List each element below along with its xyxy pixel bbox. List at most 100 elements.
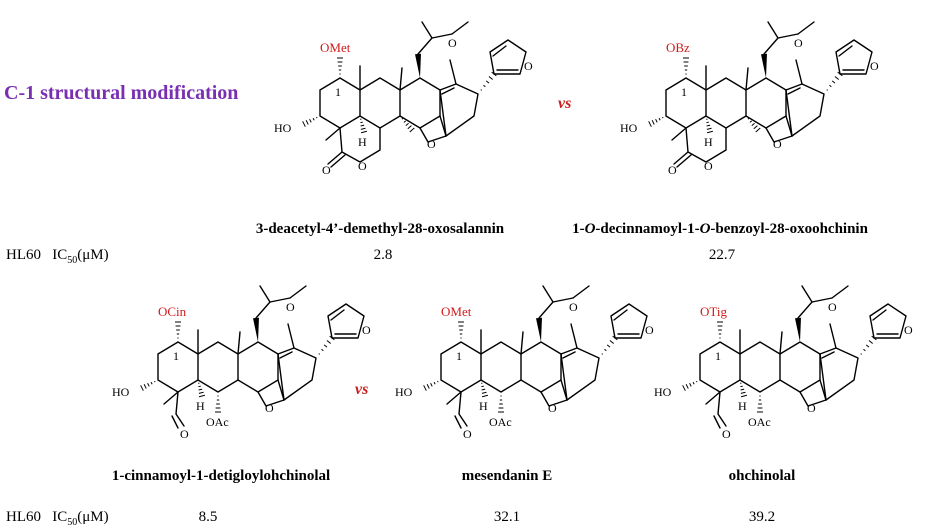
bond bbox=[611, 304, 647, 338]
ring-oxygen: O bbox=[427, 137, 436, 151]
hash-bond bbox=[693, 382, 694, 384]
bond bbox=[798, 286, 812, 318]
ester-oxygen: O bbox=[569, 300, 578, 314]
bond bbox=[870, 304, 906, 338]
bond bbox=[740, 342, 780, 392]
bond bbox=[836, 40, 872, 74]
hash-bond bbox=[434, 382, 435, 384]
lactone-oxygen: O bbox=[668, 163, 677, 177]
bond bbox=[764, 22, 778, 54]
position-label: 1 bbox=[173, 349, 179, 363]
hash-bond bbox=[151, 382, 152, 384]
bond bbox=[839, 46, 852, 56]
hash-bond bbox=[652, 120, 654, 124]
bond bbox=[820, 354, 826, 400]
hash-bond bbox=[319, 354, 320, 355]
hash-bond bbox=[489, 77, 493, 80]
hash-bond bbox=[659, 118, 660, 120]
hash-bond bbox=[199, 395, 205, 396]
furan-oxygen: O bbox=[904, 323, 913, 337]
hash-bond bbox=[610, 341, 614, 344]
hash-bond bbox=[155, 381, 156, 382]
hash-bond bbox=[832, 81, 835, 83]
bond bbox=[571, 324, 577, 348]
hash-bond bbox=[402, 118, 403, 119]
hash-bond bbox=[697, 381, 698, 382]
hash-bond bbox=[604, 349, 606, 350]
hash-bond bbox=[656, 119, 658, 122]
lactone-ring-oxygen: O bbox=[704, 159, 713, 173]
ester-oxygen: O bbox=[286, 300, 295, 314]
compound-name: ohchinolal bbox=[729, 468, 796, 485]
bond bbox=[176, 392, 184, 426]
hash-bond bbox=[424, 385, 427, 390]
hash-bond bbox=[740, 386, 742, 387]
acetoxy-label: OAc bbox=[748, 415, 771, 429]
hash-bond bbox=[198, 386, 200, 387]
hash-bond bbox=[748, 118, 749, 119]
bond bbox=[521, 342, 561, 392]
bond bbox=[172, 416, 178, 428]
hash-bond bbox=[869, 341, 873, 344]
hash-bond bbox=[406, 123, 409, 125]
hydrogen-label: H bbox=[704, 135, 713, 149]
section-title: C-1 structural modification bbox=[4, 82, 238, 105]
hydrogen-label: H bbox=[479, 399, 488, 413]
bond bbox=[238, 332, 240, 354]
hydroxyl-label: HO bbox=[395, 385, 413, 399]
hash-bond bbox=[690, 383, 692, 386]
bond bbox=[780, 342, 820, 392]
hash-bond bbox=[324, 345, 327, 347]
ring-oxygen: O bbox=[265, 401, 274, 415]
hydroxyl-label: HO bbox=[274, 121, 292, 135]
bond bbox=[198, 342, 238, 392]
hydroxyl-label: HO bbox=[112, 385, 130, 399]
position-label: 1 bbox=[715, 349, 721, 363]
ring-oxygen: O bbox=[807, 401, 816, 415]
furan-oxygen: O bbox=[870, 59, 879, 73]
furan-oxygen: O bbox=[524, 59, 533, 73]
position-label: 1 bbox=[681, 85, 687, 99]
hash-bond bbox=[756, 128, 761, 132]
compound-name: 1-O-decinnamoyl-1-O-benzoyl-28-oxoohchin… bbox=[572, 221, 868, 238]
c1-substituent: OTig bbox=[700, 304, 727, 319]
hash-bond bbox=[835, 77, 839, 80]
aldehyde-oxygen: O bbox=[180, 427, 189, 441]
bond bbox=[326, 128, 340, 140]
bond bbox=[440, 90, 446, 136]
position-label: 1 bbox=[335, 85, 341, 99]
acetoxy-label: OAc bbox=[489, 415, 512, 429]
hash-bond bbox=[481, 90, 482, 91]
bond bbox=[873, 310, 886, 320]
bond bbox=[447, 392, 461, 404]
bond bbox=[459, 392, 467, 426]
hash-bond bbox=[663, 117, 664, 118]
hydroxyl-label: HO bbox=[654, 385, 672, 399]
hash-bond bbox=[438, 381, 439, 382]
lactone-oxygen: O bbox=[322, 163, 331, 177]
hash-bond bbox=[829, 85, 831, 86]
ester-oxygen: O bbox=[828, 300, 837, 314]
hydrogen-label: H bbox=[358, 135, 367, 149]
bond bbox=[746, 68, 748, 90]
hash-bond bbox=[602, 354, 603, 355]
hash-bond bbox=[306, 120, 308, 124]
hash-bond bbox=[321, 349, 323, 350]
hash-bond bbox=[313, 118, 314, 120]
hash-bond bbox=[360, 122, 362, 123]
hydrogen-label: H bbox=[196, 399, 205, 413]
hash-bond bbox=[683, 385, 686, 390]
hash-bond bbox=[752, 123, 755, 125]
hash-bond bbox=[482, 389, 485, 390]
c1-substituent: OMet bbox=[441, 304, 472, 319]
hash-bond bbox=[707, 131, 713, 132]
hash-bond bbox=[404, 121, 406, 123]
bond bbox=[290, 286, 306, 298]
bond bbox=[521, 332, 523, 354]
c1-substituent: OBz bbox=[666, 40, 690, 55]
hash-bond bbox=[706, 122, 708, 123]
bond bbox=[798, 22, 814, 34]
hash-bond bbox=[317, 117, 318, 118]
hash-bond bbox=[827, 90, 828, 91]
